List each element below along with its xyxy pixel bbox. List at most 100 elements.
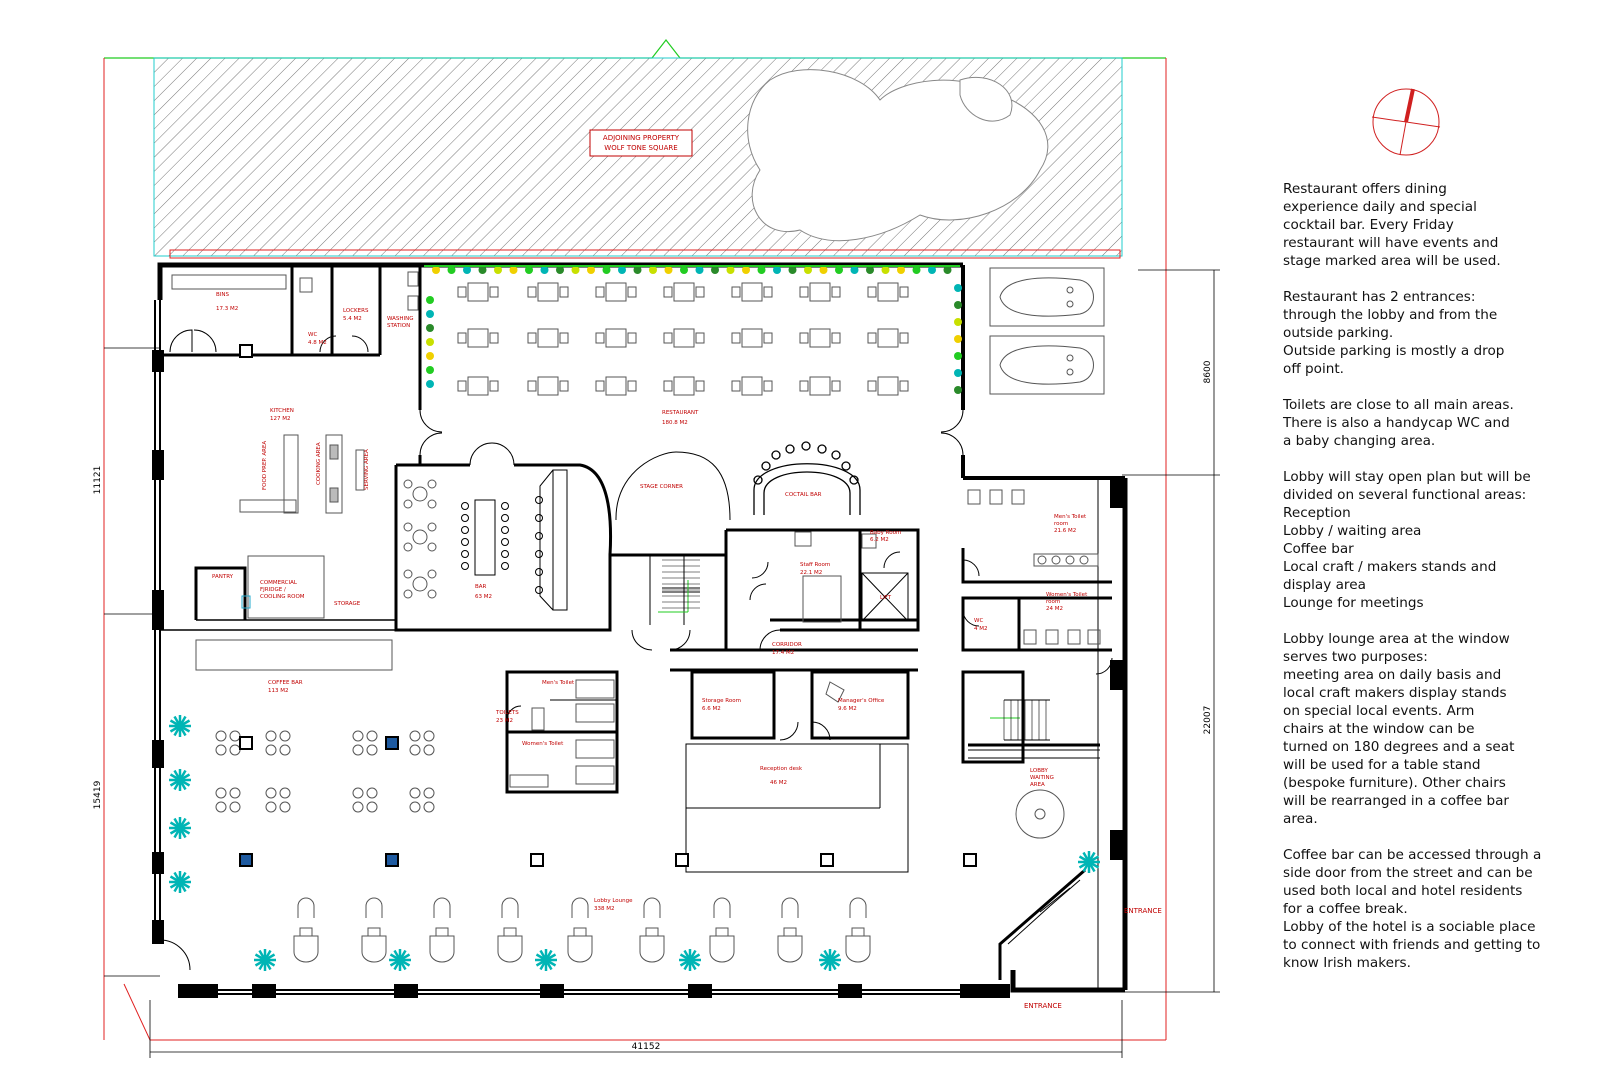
bar-table bbox=[403, 569, 437, 599]
dining-table bbox=[595, 282, 637, 302]
dining-table bbox=[527, 282, 569, 302]
label-corridor-area: 17.4 M2 bbox=[772, 650, 794, 656]
bar-tables bbox=[403, 479, 437, 599]
dining-table bbox=[663, 328, 705, 348]
armchair bbox=[429, 897, 455, 963]
dining-table bbox=[799, 328, 841, 348]
dining-table bbox=[663, 376, 705, 396]
lobby-lounge-armchairs bbox=[293, 897, 871, 963]
column bbox=[239, 853, 253, 867]
label-fridge-3: COOLING ROOM bbox=[260, 594, 305, 600]
lift bbox=[861, 572, 909, 622]
planter bbox=[463, 266, 471, 274]
label-baby-room: Baby Room bbox=[870, 530, 901, 536]
label-waiting: WAITING bbox=[1030, 775, 1054, 781]
dining-table bbox=[457, 328, 499, 348]
dim-right-bottom: 22007 bbox=[1203, 706, 1213, 735]
label-bar-area: 63 M2 bbox=[475, 594, 492, 600]
label-reception: Reception desk bbox=[760, 766, 803, 772]
planter bbox=[556, 266, 564, 274]
coffee-table-set bbox=[409, 730, 435, 756]
plant-icon bbox=[169, 715, 191, 737]
label-staff-room: Staff Room bbox=[800, 562, 830, 568]
planter bbox=[835, 266, 843, 274]
planter bbox=[618, 266, 626, 274]
armchair bbox=[777, 897, 803, 963]
plant-icon bbox=[535, 949, 557, 971]
label-storage-room: Storage Room bbox=[702, 698, 741, 704]
label-kitchen: KITCHEN bbox=[270, 408, 294, 414]
label-bins: BINS bbox=[216, 292, 230, 298]
plant-icon bbox=[819, 949, 841, 971]
planter bbox=[525, 266, 533, 274]
planter bbox=[587, 266, 595, 274]
cocktail-bar bbox=[753, 441, 861, 515]
label-fridge-2: FJRIDGE / bbox=[260, 587, 286, 593]
label-womens-small: Women's Toilet bbox=[522, 741, 564, 747]
dining-table bbox=[457, 376, 499, 396]
label-washing: WASHING bbox=[387, 316, 414, 322]
label-pantry: PANTRY bbox=[212, 574, 234, 580]
planter bbox=[426, 366, 434, 374]
plant-icon bbox=[254, 949, 276, 971]
column bbox=[239, 344, 253, 358]
north-arrow-icon bbox=[1371, 88, 1441, 156]
label-corridor: CORRIDOR bbox=[772, 642, 802, 648]
label-restaurant-area: 180.8 M2 bbox=[662, 420, 688, 426]
adjoining-label-1: ADJOINING PROPERTY bbox=[603, 134, 680, 142]
armchair bbox=[567, 897, 593, 963]
room-labels: BINS 17.3 M2 WC 4.8 M2 LOCKERS 5.4 M2 WA… bbox=[212, 292, 1162, 1010]
planter bbox=[602, 266, 611, 274]
dining-table bbox=[595, 328, 637, 348]
dining-table bbox=[867, 328, 909, 348]
planter bbox=[881, 266, 890, 274]
armchair bbox=[497, 897, 523, 963]
dining-table bbox=[731, 282, 773, 302]
kitchen-fixtures bbox=[171, 271, 419, 671]
label-storage: STORAGE bbox=[334, 601, 361, 607]
coffee-table-set bbox=[215, 787, 241, 813]
column bbox=[385, 853, 399, 867]
label-lobby-lounge: Lobby Lounge bbox=[594, 898, 633, 904]
label-washing-2: STATION bbox=[387, 323, 410, 329]
planter bbox=[788, 266, 797, 274]
dining-table bbox=[731, 376, 773, 396]
column bbox=[239, 736, 253, 750]
label-baby-room-area: 6.2 M2 bbox=[870, 537, 889, 543]
label-cocktail: COCTAIL BAR bbox=[785, 492, 822, 498]
plant-icon bbox=[169, 871, 191, 893]
interior-walls bbox=[160, 265, 1112, 794]
columns bbox=[239, 344, 977, 867]
label-mens-toilet-area: 21.6 M2 bbox=[1054, 528, 1076, 534]
dimension-lines bbox=[104, 269, 1220, 1058]
label-manager-area: 9.6 M2 bbox=[838, 706, 857, 712]
dining-table bbox=[799, 376, 841, 396]
note-lobby: Lobby will stay open plan but will be di… bbox=[1283, 469, 1531, 611]
armchair bbox=[639, 897, 665, 963]
note-toilets: Toilets are close to all main areas. The… bbox=[1283, 397, 1514, 449]
plant-icon bbox=[389, 949, 411, 971]
dining-table bbox=[867, 282, 909, 302]
label-toilets-small-area: 23 M2 bbox=[496, 718, 513, 724]
planter bbox=[680, 266, 688, 274]
label-fridge-1: COMMERCIAL bbox=[260, 580, 298, 586]
coffee-table-set bbox=[215, 730, 241, 756]
planter bbox=[432, 266, 440, 274]
planter bbox=[866, 266, 874, 274]
label-stage: STAGE CORNER bbox=[640, 484, 683, 490]
planter bbox=[726, 266, 735, 274]
planter bbox=[742, 266, 750, 274]
planter bbox=[711, 266, 719, 274]
planter bbox=[954, 301, 962, 309]
label-wc-hc: WC bbox=[974, 618, 983, 624]
note-lounge: Lobby lounge area at the window serves t… bbox=[1283, 631, 1515, 827]
armchair bbox=[709, 897, 735, 963]
dining-table bbox=[595, 376, 637, 396]
column bbox=[385, 736, 399, 750]
planter bbox=[819, 266, 828, 274]
planter bbox=[447, 266, 456, 274]
plant-icon bbox=[169, 817, 191, 839]
dining-table bbox=[663, 282, 705, 302]
planter bbox=[426, 324, 434, 332]
